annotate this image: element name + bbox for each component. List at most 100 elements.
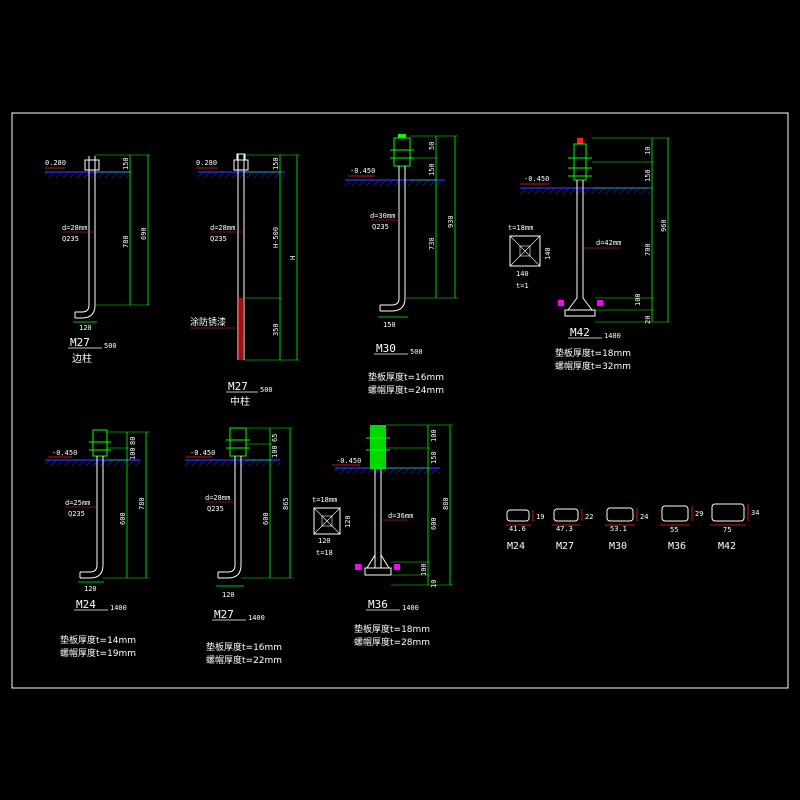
svg-text:600: 600 bbox=[430, 517, 438, 530]
svg-text:34: 34 bbox=[751, 509, 759, 517]
bolt-detail-4: -0.450 d=42mm t=18mm 140 140 t=1 10 150 … bbox=[508, 137, 670, 372]
svg-text:600: 600 bbox=[262, 512, 270, 525]
svg-text:500: 500 bbox=[104, 342, 117, 350]
nut-thickness: 螺帽厚度t=19mm bbox=[60, 647, 136, 659]
svg-text:120: 120 bbox=[318, 537, 331, 545]
washer-thickness: 垫板厚度t=16mm bbox=[206, 641, 282, 653]
svg-text:t=18mm: t=18mm bbox=[508, 224, 533, 232]
svg-text:140: 140 bbox=[544, 247, 552, 260]
bolt-caption: 边柱 bbox=[72, 352, 92, 365]
coating-note: 涂防锈漆 bbox=[190, 316, 226, 328]
nut-code: M24 bbox=[507, 541, 525, 552]
svg-text:t=1: t=1 bbox=[516, 282, 529, 290]
svg-text:700: 700 bbox=[644, 243, 652, 256]
svg-text:150: 150 bbox=[430, 451, 438, 464]
svg-text:d=28mm: d=28mm bbox=[205, 494, 230, 502]
svg-text:55: 55 bbox=[670, 526, 678, 534]
svg-text:865: 865 bbox=[282, 497, 290, 510]
nut-code: M42 bbox=[718, 541, 736, 552]
dim-foot: 120 bbox=[79, 324, 92, 332]
nut-stack bbox=[393, 137, 411, 167]
svg-text:22: 22 bbox=[585, 513, 593, 521]
washer-thickness: 垫板厚度t=16mm bbox=[368, 371, 444, 383]
svg-text:53.1: 53.1 bbox=[610, 525, 627, 533]
svg-text:880: 880 bbox=[442, 497, 450, 510]
svg-text:100: 100 bbox=[129, 447, 137, 460]
svg-text:1400: 1400 bbox=[604, 332, 621, 340]
bolt-code: M27 bbox=[228, 380, 248, 393]
bolt-code: M42 bbox=[570, 326, 590, 339]
bolt-detail-1: 0.280 d=28mm Q235 150 780 690 120 M27 50… bbox=[45, 154, 150, 365]
dim-150: 150 bbox=[122, 157, 130, 170]
svg-text:-0.450: -0.450 bbox=[52, 449, 77, 457]
svg-text:d=30mm: d=30mm bbox=[370, 212, 395, 220]
nut-code: M36 bbox=[668, 541, 686, 552]
svg-text:47.3: 47.3 bbox=[556, 525, 573, 533]
nut-m30: 53.1 24 M30 bbox=[605, 507, 648, 552]
dim-690: 690 bbox=[140, 227, 148, 240]
svg-text:1400: 1400 bbox=[110, 604, 127, 612]
washer-thickness: 垫板厚度t=18mm bbox=[354, 623, 430, 635]
svg-text:Q235: Q235 bbox=[68, 510, 85, 518]
rust-coating-zone bbox=[238, 298, 244, 360]
nut-top bbox=[84, 159, 100, 171]
svg-text:120: 120 bbox=[222, 591, 235, 599]
svg-text:500: 500 bbox=[410, 348, 423, 356]
bolt-detail-3: -0.450 d=30mm Q235 50 150 730 930 150 M3… bbox=[345, 134, 458, 396]
bolt-code: M27 bbox=[70, 336, 90, 349]
nut-thickness: 螺帽厚度t=24mm bbox=[368, 384, 444, 396]
svg-text:1400: 1400 bbox=[402, 604, 419, 612]
svg-text:65: 65 bbox=[271, 434, 279, 442]
nut-m27: 47.3 22 M27 bbox=[552, 508, 593, 552]
svg-text:100: 100 bbox=[271, 445, 279, 458]
svg-text:140: 140 bbox=[516, 270, 529, 278]
nut-thickness: 螺帽厚度t=22mm bbox=[206, 654, 282, 666]
svg-text:Q235: Q235 bbox=[207, 505, 224, 513]
svg-text:20: 20 bbox=[644, 316, 652, 324]
bolt-caption: 中柱 bbox=[230, 395, 250, 408]
svg-text:780: 780 bbox=[138, 497, 146, 510]
bolt-detail-5: -0.450 d=25mm Q235 80 100 600 780 120 M2… bbox=[45, 429, 150, 659]
svg-text:100: 100 bbox=[420, 563, 428, 576]
svg-text:-0.450: -0.450 bbox=[350, 167, 375, 175]
bolt-code: M36 bbox=[368, 598, 388, 611]
bolt-detail-6: -0.450 d=28mm Q235 65 100 600 865 120 M2… bbox=[185, 427, 293, 666]
ground-hatch bbox=[45, 172, 130, 178]
elevation-label: 0.280 bbox=[45, 159, 66, 167]
bolt-detail-2: 0.280 d=28mm Q235 涂防锈漆 150 H-500 350 H M… bbox=[190, 153, 300, 408]
svg-text:H: H bbox=[289, 256, 297, 260]
svg-text:730: 730 bbox=[428, 237, 436, 250]
nut-thickness: 螺帽厚度t=32mm bbox=[555, 360, 631, 372]
svg-text:t=18mm: t=18mm bbox=[312, 496, 337, 504]
svg-text:H-500: H-500 bbox=[272, 227, 280, 248]
elevation-label: 0.280 bbox=[196, 159, 217, 167]
svg-text:41.6: 41.6 bbox=[509, 525, 526, 533]
svg-text:150: 150 bbox=[272, 157, 280, 170]
svg-text:19: 19 bbox=[536, 513, 544, 521]
washer-thickness: 垫板厚度t=14mm bbox=[60, 634, 136, 646]
svg-text:-0.450: -0.450 bbox=[190, 449, 215, 457]
svg-text:d=42mm: d=42mm bbox=[596, 239, 621, 247]
bolt-code: M24 bbox=[76, 598, 96, 611]
svg-text:930: 930 bbox=[447, 215, 455, 228]
svg-text:150: 150 bbox=[644, 169, 652, 182]
svg-text:500: 500 bbox=[260, 386, 273, 394]
svg-text:10: 10 bbox=[644, 147, 652, 155]
svg-text:350: 350 bbox=[272, 323, 280, 336]
nut-code: M27 bbox=[556, 541, 574, 552]
svg-text:Q235: Q235 bbox=[372, 223, 389, 231]
svg-text:1400: 1400 bbox=[248, 614, 265, 622]
svg-text:24: 24 bbox=[640, 513, 648, 521]
bolt-code: M30 bbox=[376, 342, 396, 355]
base-plate-plan bbox=[509, 235, 541, 267]
nut-thickness: 螺帽厚度t=28mm bbox=[354, 636, 430, 648]
diameter-label: d=28mm bbox=[62, 224, 87, 232]
svg-text:120: 120 bbox=[84, 585, 97, 593]
bolt-code: M27 bbox=[214, 608, 234, 621]
bolt-hook bbox=[75, 304, 96, 319]
svg-text:50: 50 bbox=[428, 142, 436, 150]
svg-text:960: 960 bbox=[660, 219, 668, 232]
svg-text:120: 120 bbox=[344, 515, 352, 528]
anchor-plate bbox=[564, 297, 596, 317]
dim-780: 780 bbox=[122, 235, 130, 248]
